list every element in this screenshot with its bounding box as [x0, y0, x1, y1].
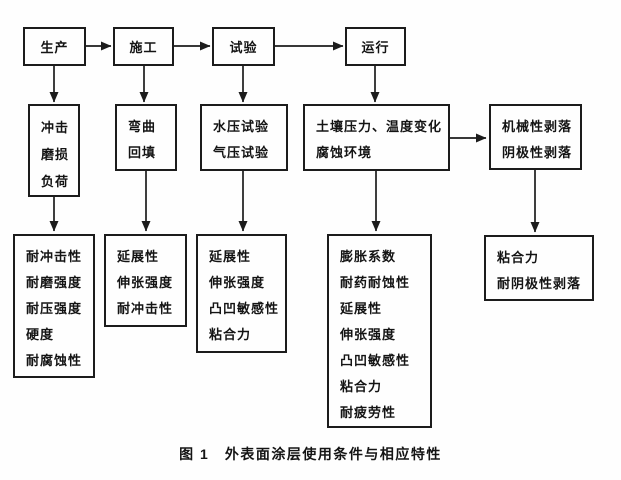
condition-line: 冲击 [41, 120, 70, 135]
property-line: 粘合力 [497, 250, 540, 265]
stage-label-construction: 施工 [129, 40, 158, 55]
property-line: 耐冲击性 [117, 301, 174, 316]
stage-label-test: 试验 [229, 40, 258, 55]
property-line: 粘合力 [209, 327, 252, 342]
stage-box-test: 试验 [212, 27, 275, 66]
property-line: 粘合力 [340, 379, 383, 394]
property-line: 伸张强度 [209, 275, 266, 290]
property-line: 伸张强度 [117, 275, 174, 290]
condition-box-construction: 弯曲 回填 [115, 104, 177, 171]
stage-box-production: 生产 [23, 27, 86, 66]
condition-box-test: 水压试验 气压试验 [200, 104, 288, 171]
figure-caption: 图 1 外表面涂层使用条件与相应特性 [179, 446, 442, 462]
property-box-operation: 膨胀系数 耐药耐蚀性 延展性 伸张强度 凸凹敏感性 粘合力 耐疲劳性 [327, 234, 432, 428]
property-line: 耐压强度 [26, 301, 83, 316]
property-line: 硬度 [26, 327, 55, 342]
property-line: 耐腐蚀性 [26, 353, 83, 368]
property-box-production: 耐冲击性 耐磨强度 耐压强度 硬度 耐腐蚀性 [13, 234, 95, 378]
stage-label-operation: 运行 [361, 40, 390, 55]
property-line: 耐药耐蚀性 [340, 275, 411, 290]
condition-box-production: 冲击 磨损 负荷 [28, 104, 80, 197]
stage-label-production: 生产 [40, 40, 69, 55]
property-line: 耐冲击性 [26, 249, 83, 264]
property-line: 耐疲劳性 [340, 405, 397, 420]
property-line: 凸凹敏感性 [340, 353, 411, 368]
property-box-test: 延展性 伸张强度 凸凹敏感性 粘合力 [196, 234, 287, 353]
stage-box-construction: 施工 [113, 27, 174, 66]
property-line: 耐磨强度 [26, 275, 83, 290]
stage-box-operation: 运行 [345, 27, 406, 66]
condition-line: 阴极性剥落 [502, 145, 573, 160]
condition-line: 机械性剥落 [502, 119, 573, 134]
property-line: 延展性 [209, 249, 252, 264]
condition-line: 回填 [128, 145, 157, 160]
condition-box-peeling: 机械性剥落 阴极性剥落 [489, 104, 582, 170]
condition-line: 磨损 [41, 147, 70, 162]
property-line: 耐阴极性剥落 [497, 276, 582, 291]
condition-line: 弯曲 [128, 119, 157, 134]
property-box-construction: 延展性 伸张强度 耐冲击性 [104, 234, 187, 327]
condition-line: 腐蚀环境 [316, 145, 373, 160]
condition-line: 水压试验 [213, 119, 270, 134]
property-line: 凸凹敏感性 [209, 301, 280, 316]
condition-line: 负荷 [41, 174, 70, 189]
property-line: 膨胀系数 [340, 249, 397, 264]
property-line: 伸张强度 [340, 327, 397, 342]
property-line: 延展性 [340, 301, 383, 316]
condition-line: 气压试验 [213, 145, 270, 160]
condition-line: 土壤压力、温度变化 [316, 119, 443, 134]
property-line: 延展性 [117, 249, 160, 264]
property-box-peeling: 粘合力 耐阴极性剥落 [484, 235, 594, 301]
condition-box-operation-soil: 土壤压力、温度变化 腐蚀环境 [303, 104, 450, 171]
